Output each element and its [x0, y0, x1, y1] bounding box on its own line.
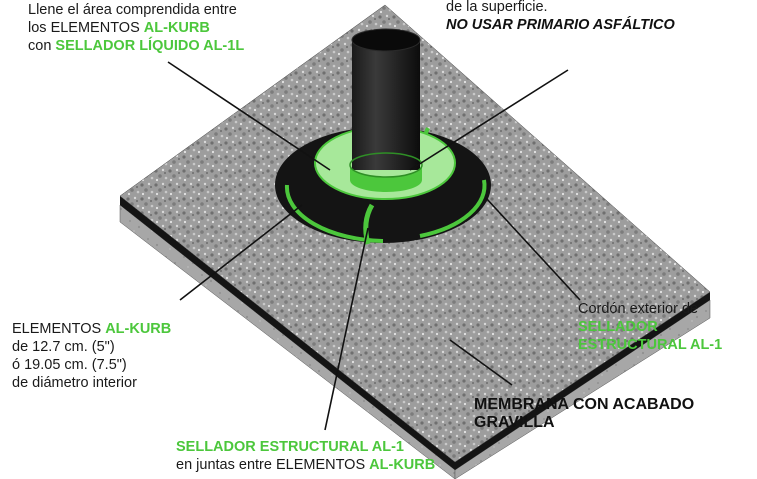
al-kurb-label: AL-KURB [105, 321, 172, 337]
pipe-base-ellipse [349, 152, 423, 178]
callout-outer-bead-line3: ESTRUCTURAL AL-1 [578, 337, 723, 353]
callout-left-line4: de diámetro interior [12, 375, 137, 391]
callout-left-line3: ó 19.05 cm. (7.5") [12, 357, 127, 373]
callout-fill-area-line3: con SELLADOR LÍQUIDO AL-1L [28, 37, 244, 55]
leader-left [179, 204, 303, 301]
callout-text: los ELEMENTOS [28, 20, 144, 36]
outer-sealant-bead-right [419, 179, 487, 238]
no-asphalt-primer-warning: NO USAR PRIMARIO ASFÁLTICO [446, 17, 675, 33]
callout-left-line2: de 12.7 cm. (5") [12, 339, 115, 355]
pipe-sealant-collar [350, 165, 422, 192]
leader-right [485, 197, 581, 301]
leader-bottom-right [449, 339, 513, 386]
callout-membrane-line1: MEMBRANA CON ACABADO [474, 396, 695, 413]
callout-text: ELEMENTOS [12, 321, 106, 337]
callout-outer-bead: Cordón exterior de SELLADOR ESTRUCTURAL … [578, 300, 722, 354]
callout-outer-bead-line1: Cordón exterior de [578, 301, 699, 317]
liquid-sealant-label: SELLADOR LÍQUIDO AL-1L [55, 38, 245, 54]
callout-surface-line1: de la superficie. [446, 0, 548, 15]
callout-joint-sealant: SELLADOR ESTRUCTURAL AL-1 en juntas entr… [176, 438, 435, 474]
callout-surface: de la superficie. NO USAR PRIMARIO ASFÁL… [446, 0, 675, 34]
callout-left-line1: ELEMENTOS AL-KURB [12, 320, 171, 338]
outer-sealant-bead [284, 184, 384, 243]
pipe-top [351, 28, 421, 52]
callout-membrane-line2: GRAVILLA [474, 414, 555, 431]
callout-gravel-membrane: MEMBRANA CON ACABADO GRAVILLA [474, 396, 694, 432]
callout-text: en juntas entre ELEMENTOS [176, 457, 370, 473]
callout-al-kurb-elements: ELEMENTOS AL-KURB de 12.7 cm. (5") ó 19.… [12, 320, 171, 392]
al-kurb-label: AL-KURB [369, 457, 436, 473]
callout-fill-area: Llene el área comprendida entre los ELEM… [28, 1, 244, 55]
pipe-body [352, 40, 420, 170]
callout-fill-area-line2: los ELEMENTOS AL-KURB [28, 19, 244, 37]
callout-text: con [28, 38, 56, 54]
leader-bottom [324, 227, 369, 431]
callout-outer-bead-line2: SELLADOR [578, 319, 658, 335]
callout-joint-line2: en juntas entre ELEMENTOS AL-KURB [176, 456, 435, 474]
callout-joint-line1: SELLADOR ESTRUCTURAL AL-1 [176, 439, 404, 455]
leader-top-right [409, 69, 569, 171]
callout-fill-area-line1: Llene el área comprendida entre [28, 2, 237, 18]
al-kurb-label: AL-KURB [143, 20, 210, 36]
joint-sealant [363, 203, 375, 245]
leader-top-left [167, 61, 331, 171]
